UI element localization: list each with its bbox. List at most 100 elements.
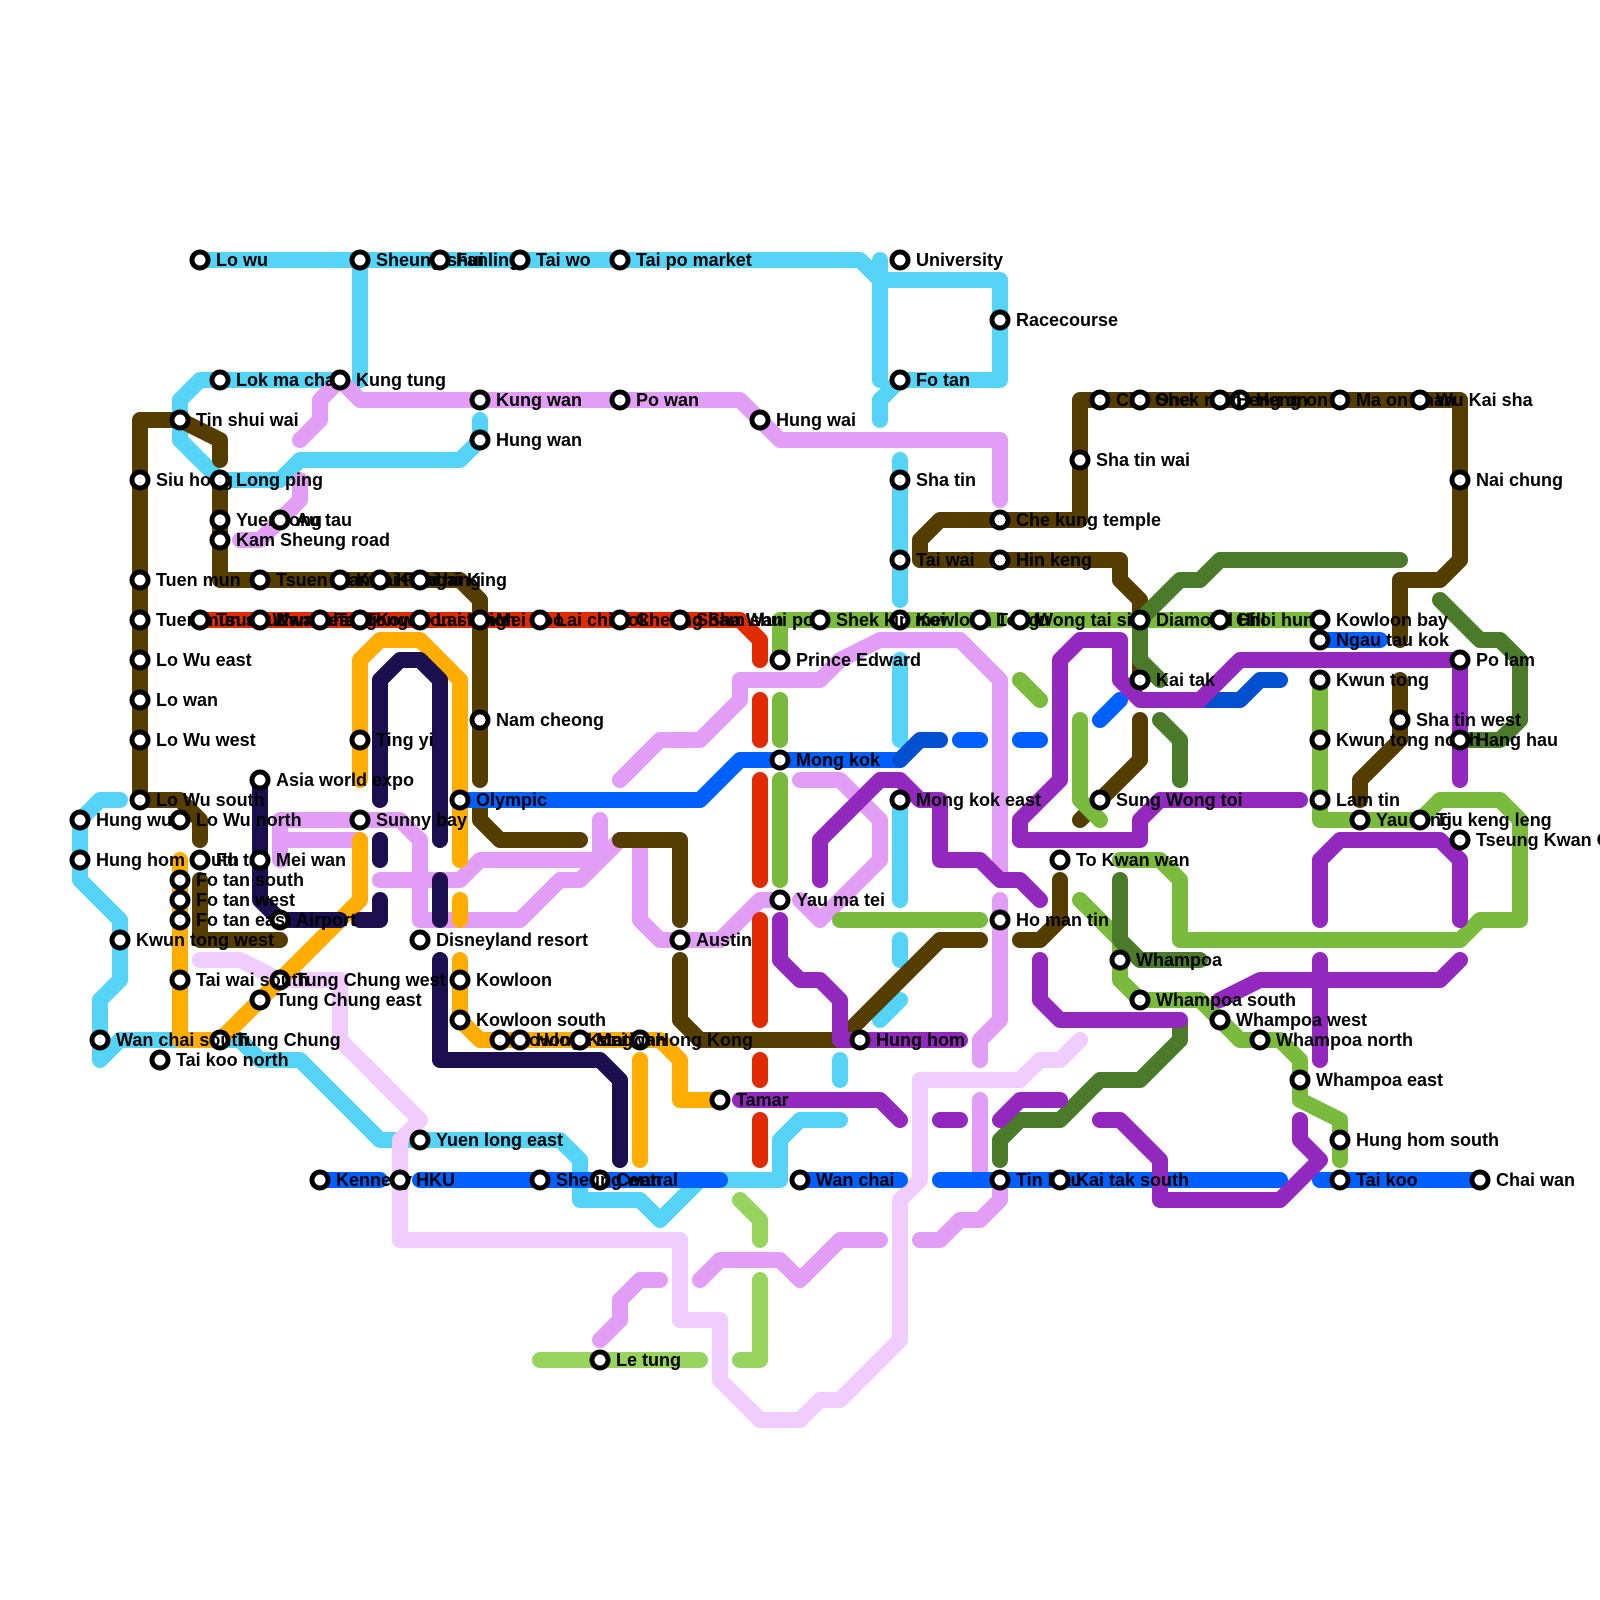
station-marker[interactable] (69, 809, 91, 831)
station-marker[interactable] (1449, 649, 1471, 671)
station-marker[interactable] (1309, 789, 1331, 811)
station-marker[interactable] (1389, 709, 1411, 731)
station-marker[interactable] (169, 869, 191, 891)
station-marker[interactable] (769, 649, 791, 671)
station-marker[interactable] (849, 1029, 871, 1051)
station-marker[interactable] (1329, 1169, 1351, 1191)
station-marker[interactable] (589, 1169, 611, 1191)
station-marker[interactable] (1409, 809, 1431, 831)
station-marker[interactable] (989, 549, 1011, 571)
station-marker[interactable] (129, 469, 151, 491)
station-marker[interactable] (1309, 669, 1331, 691)
station-marker[interactable] (889, 249, 911, 271)
station-marker[interactable] (1049, 849, 1071, 871)
station-marker[interactable] (809, 609, 831, 631)
station-marker[interactable] (889, 609, 911, 631)
station-marker[interactable] (1129, 609, 1151, 631)
station-marker[interactable] (69, 849, 91, 871)
station-marker[interactable] (669, 609, 691, 631)
station-marker[interactable] (989, 1169, 1011, 1191)
station-marker[interactable] (989, 909, 1011, 931)
station-marker[interactable] (1069, 449, 1091, 471)
station-marker[interactable] (1309, 629, 1331, 651)
station-marker[interactable] (1469, 1169, 1491, 1191)
station-marker[interactable] (769, 749, 791, 771)
station-marker[interactable] (469, 389, 491, 411)
station-marker[interactable] (529, 1169, 551, 1191)
station-marker[interactable] (609, 609, 631, 631)
station-marker[interactable] (89, 1029, 111, 1051)
station-marker[interactable] (269, 509, 291, 531)
station-marker[interactable] (1449, 469, 1471, 491)
station-marker[interactable] (509, 1029, 531, 1051)
station-marker[interactable] (409, 1129, 431, 1151)
station-marker[interactable] (349, 809, 371, 831)
station-marker[interactable] (209, 529, 231, 551)
station-marker[interactable] (1129, 669, 1151, 691)
station-marker[interactable] (209, 469, 231, 491)
station-marker[interactable] (369, 569, 391, 591)
station-marker[interactable] (1329, 1129, 1351, 1151)
station-marker[interactable] (169, 409, 191, 431)
station-marker[interactable] (329, 569, 351, 591)
station-marker[interactable] (1209, 1009, 1231, 1031)
station-marker[interactable] (149, 1049, 171, 1071)
station-marker[interactable] (969, 609, 991, 631)
station-marker[interactable] (389, 1169, 411, 1191)
station-marker[interactable] (1449, 829, 1471, 851)
station-marker[interactable] (889, 789, 911, 811)
station-marker[interactable] (469, 429, 491, 451)
station-marker[interactable] (169, 809, 191, 831)
station-marker[interactable] (409, 569, 431, 591)
station-marker[interactable] (189, 849, 211, 871)
station-marker[interactable] (989, 509, 1011, 531)
station-marker[interactable] (1249, 1029, 1271, 1051)
station-marker[interactable] (469, 709, 491, 731)
station-marker[interactable] (1089, 389, 1111, 411)
station-marker[interactable] (469, 609, 491, 631)
station-marker[interactable] (129, 689, 151, 711)
station-marker[interactable] (249, 569, 271, 591)
station-marker[interactable] (249, 989, 271, 1011)
station-marker[interactable] (169, 909, 191, 931)
station-marker[interactable] (1289, 1069, 1311, 1091)
station-marker[interactable] (209, 509, 231, 531)
station-marker[interactable] (509, 249, 531, 271)
station-marker[interactable] (189, 609, 211, 631)
station-marker[interactable] (349, 729, 371, 751)
station-marker[interactable] (209, 1029, 231, 1051)
station-marker[interactable] (1309, 729, 1331, 751)
station-marker[interactable] (129, 649, 151, 671)
station-marker[interactable] (249, 849, 271, 871)
station-marker[interactable] (169, 969, 191, 991)
station-marker[interactable] (1009, 609, 1031, 631)
station-marker[interactable] (1209, 389, 1231, 411)
station-marker[interactable] (129, 789, 151, 811)
station-marker[interactable] (409, 929, 431, 951)
station-marker[interactable] (309, 1169, 331, 1191)
station-marker[interactable] (889, 469, 911, 491)
station-marker[interactable] (129, 609, 151, 631)
station-marker[interactable] (749, 409, 771, 431)
station-marker[interactable] (709, 1089, 731, 1111)
station-marker[interactable] (209, 369, 231, 391)
station-marker[interactable] (589, 1349, 611, 1371)
station-marker[interactable] (349, 249, 371, 271)
station-marker[interactable] (889, 369, 911, 391)
station-marker[interactable] (349, 609, 371, 631)
station-marker[interactable] (1309, 609, 1331, 631)
station-marker[interactable] (769, 889, 791, 911)
station-marker[interactable] (269, 909, 291, 931)
station-marker[interactable] (609, 249, 631, 271)
station-marker[interactable] (1089, 789, 1111, 811)
station-marker[interactable] (1449, 729, 1471, 751)
station-marker[interactable] (889, 549, 911, 571)
station-marker[interactable] (1129, 989, 1151, 1011)
station-marker[interactable] (489, 1029, 511, 1051)
station-marker[interactable] (789, 1169, 811, 1191)
station-marker[interactable] (629, 1029, 651, 1051)
station-marker[interactable] (429, 249, 451, 271)
station-marker[interactable] (1349, 809, 1371, 831)
station-marker[interactable] (109, 929, 131, 951)
station-marker[interactable] (1049, 1169, 1071, 1191)
